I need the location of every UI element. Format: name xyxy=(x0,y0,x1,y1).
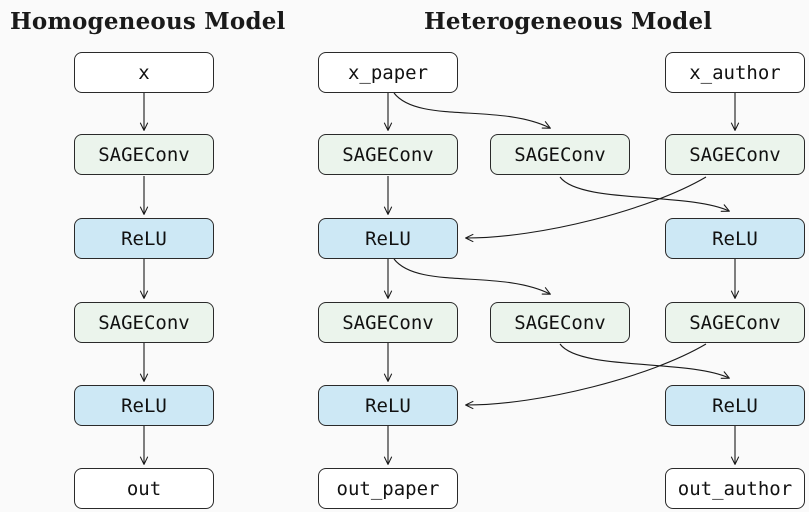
author-conv1-box: SAGEConv xyxy=(665,134,805,175)
homo-output-box: out xyxy=(74,468,214,509)
arrow-xpaper-to-midconv1 xyxy=(393,92,551,129)
author-relu1-box: ReLU xyxy=(665,218,805,259)
paper-output-box: out_paper xyxy=(318,468,458,509)
paper-conv1-box: SAGEConv xyxy=(318,134,458,175)
paper-relu1-box: ReLU xyxy=(318,218,458,259)
arrow-midconv1-to-authorrelu1 xyxy=(559,176,730,212)
arrow-authorconv1-to-paperrelu1 xyxy=(465,176,707,243)
middle-conv2-box: SAGEConv xyxy=(490,302,630,343)
homo-conv1-box: SAGEConv xyxy=(74,134,214,175)
homogeneous-model-title: Homogeneous Model xyxy=(10,8,286,35)
homo-relu1-box: ReLU xyxy=(74,218,214,259)
paper-conv2-box: SAGEConv xyxy=(318,302,458,343)
author-output-box: out_author xyxy=(665,468,805,509)
homo-input-box: x xyxy=(74,52,214,93)
arrow-midconv2-to-authorrelu2 xyxy=(559,343,730,379)
author-relu2-box: ReLU xyxy=(665,385,805,426)
author-conv2-box: SAGEConv xyxy=(665,302,805,343)
arrow-paperrelu1-to-midconv2 xyxy=(393,258,551,295)
paper-relu2-box: ReLU xyxy=(318,385,458,426)
middle-conv1-box: SAGEConv xyxy=(490,134,630,175)
homo-relu2-box: ReLU xyxy=(74,385,214,426)
author-input-box: x_author xyxy=(665,52,805,93)
homo-conv2-box: SAGEConv xyxy=(74,302,214,343)
arrow-authorconv2-to-paperrelu2 xyxy=(465,343,707,410)
heterogeneous-model-title: Heterogeneous Model xyxy=(424,8,713,35)
paper-input-box: x_paper xyxy=(318,52,458,93)
